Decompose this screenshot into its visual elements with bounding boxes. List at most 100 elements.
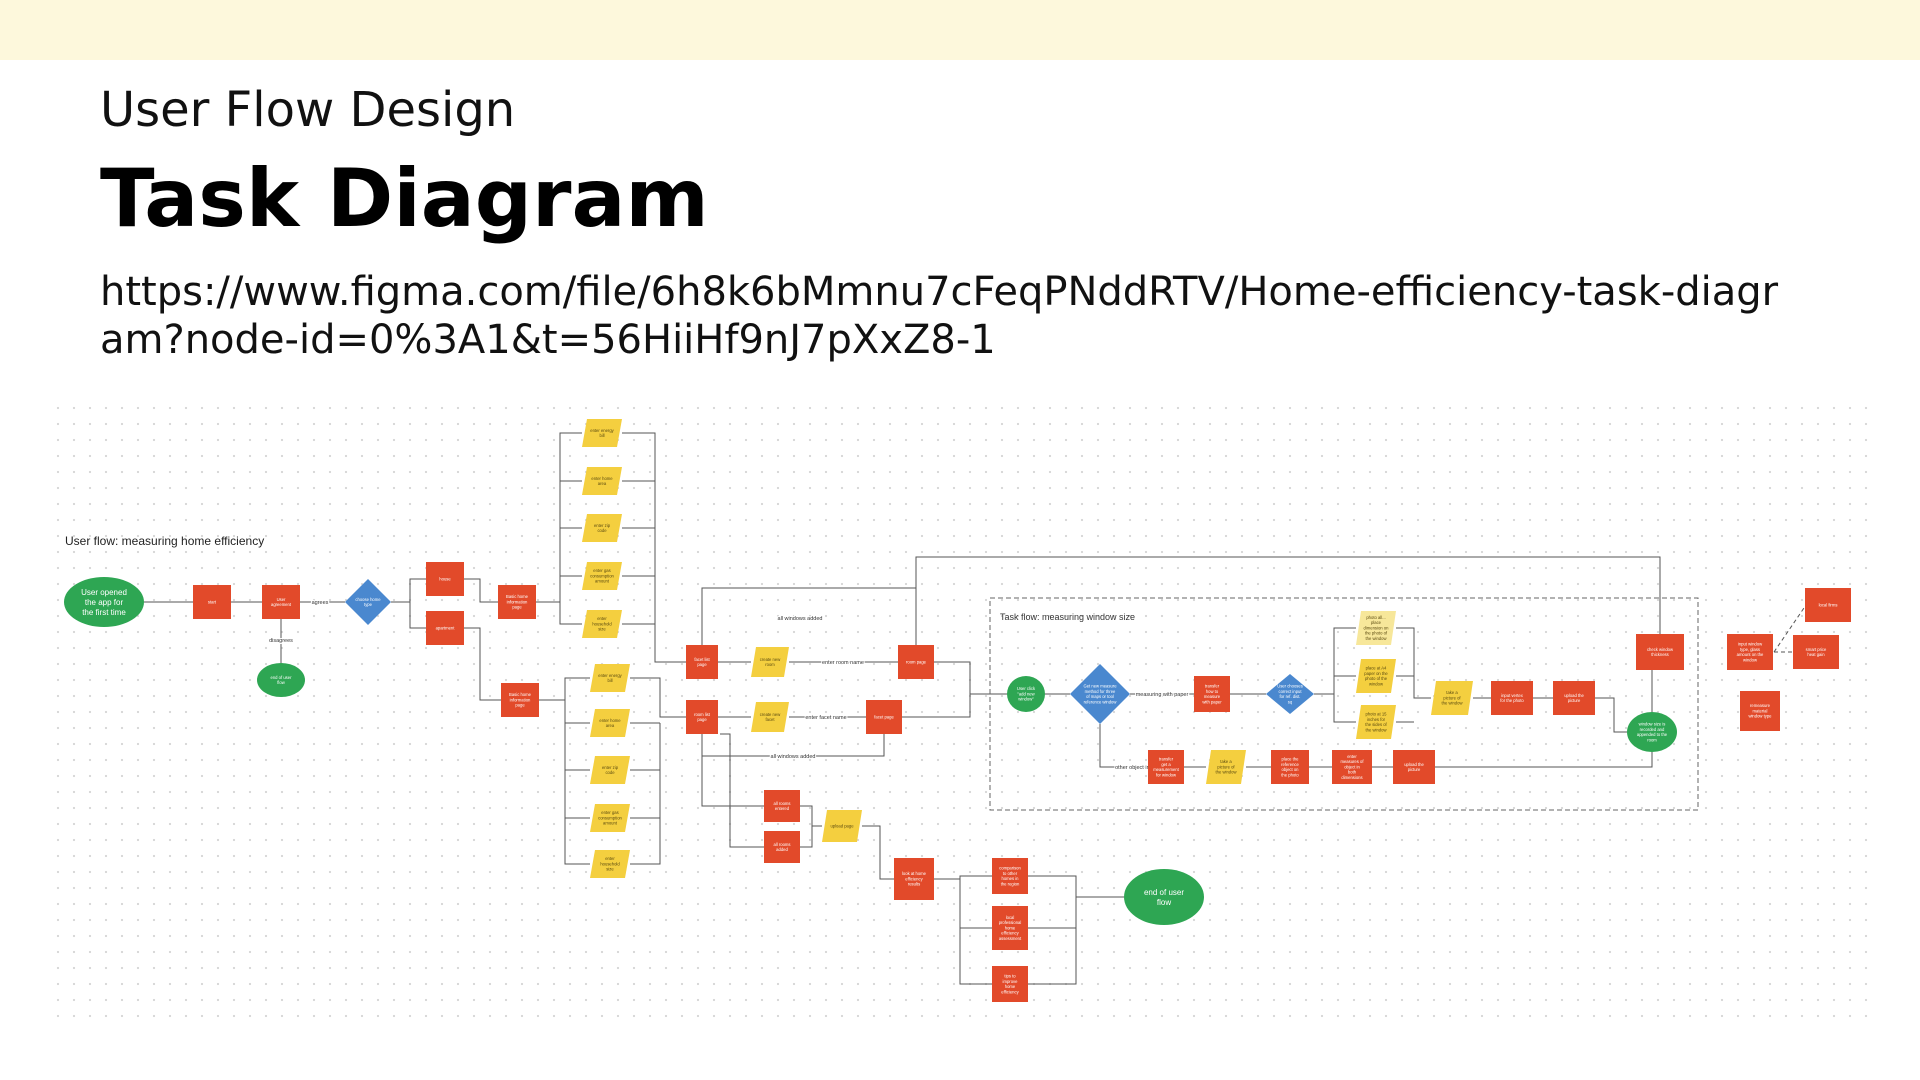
top-banner [0, 0, 1920, 60]
node-upload-page[interactable]: upload page [822, 810, 862, 842]
connector-line [391, 578, 426, 603]
edge-label: agrees [312, 600, 329, 606]
node-start[interactable]: start [193, 585, 231, 619]
edge-label: enter facet name [805, 715, 846, 721]
node-label: room page [906, 660, 927, 665]
node-room-page[interactable]: room page [898, 645, 934, 679]
edge-label: disagrees [269, 638, 293, 644]
connector-line [934, 875, 992, 880]
edge-label: all windows added [771, 754, 816, 760]
connector-line [1099, 724, 1148, 768]
node-facet-page[interactable]: facet page [866, 700, 902, 734]
figma-link[interactable]: https://www.figma.com/file/6h8k6bMmnu7cF… [100, 269, 1779, 363]
connector-line [536, 432, 582, 603]
connector-line [559, 602, 582, 625]
node-local-firms[interactable]: local firms [1805, 588, 1851, 622]
connector-line [701, 734, 885, 757]
connector-line [934, 661, 1007, 695]
node-apartment[interactable]: apartment [426, 611, 464, 645]
node-house[interactable]: house [426, 562, 464, 596]
connector-line [915, 556, 1661, 645]
node-label: apartment [436, 626, 456, 631]
connector-line [564, 700, 590, 865]
connector-line [1028, 897, 1077, 929]
connector-line [464, 627, 501, 701]
page-title: Task Diagram [100, 152, 709, 245]
connector-line [902, 694, 971, 718]
